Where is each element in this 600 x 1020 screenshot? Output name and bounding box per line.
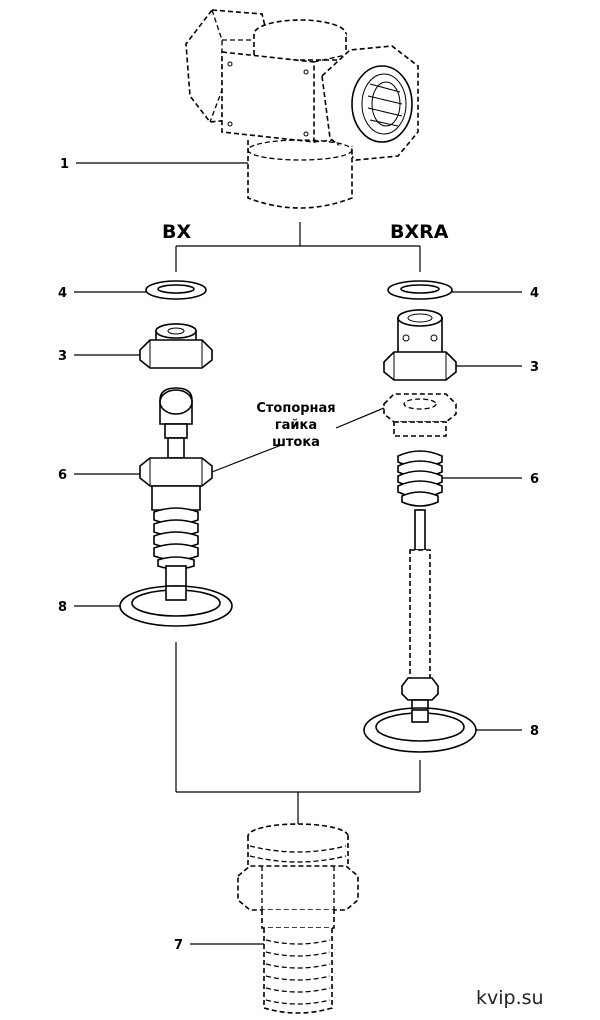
valve-disc-left <box>119 585 233 627</box>
spindle-assembly-left <box>139 387 213 597</box>
inlet-nozzle-part <box>237 823 359 1014</box>
note-line-1: Стопорная <box>256 401 335 416</box>
bonnet-nut-left <box>139 323 213 369</box>
gasket-right <box>387 280 453 300</box>
branch-connector-bottom <box>175 642 421 826</box>
callout-1: 1 <box>60 157 69 172</box>
branch-connector-top <box>175 222 421 272</box>
callout-4-right: 4 <box>530 286 539 301</box>
variant-title-bxra: BXRA <box>390 221 449 243</box>
callout-7: 7 <box>174 938 183 953</box>
valve-stem-right <box>401 509 439 715</box>
callout-3-left: 3 <box>58 349 67 364</box>
gasket-left <box>145 280 207 300</box>
bonnet-nut-right <box>383 309 457 381</box>
callout-4-left: 4 <box>58 286 67 301</box>
note-line-2: гайка <box>275 418 317 433</box>
valve-disc-right <box>363 707 477 753</box>
note-line-3: штока <box>272 435 320 450</box>
spring-right <box>397 450 443 507</box>
stem-locknut-right <box>383 393 457 437</box>
callout-8-left: 8 <box>58 600 67 615</box>
valve-body-part <box>185 9 419 209</box>
callout-6-left: 6 <box>58 468 67 483</box>
callout-3-right: 3 <box>530 360 539 375</box>
watermark: kvip.su <box>476 987 544 1009</box>
callout-6-right: 6 <box>530 472 539 487</box>
callout-8-right: 8 <box>530 724 539 739</box>
variant-title-bx: BX <box>162 221 191 243</box>
